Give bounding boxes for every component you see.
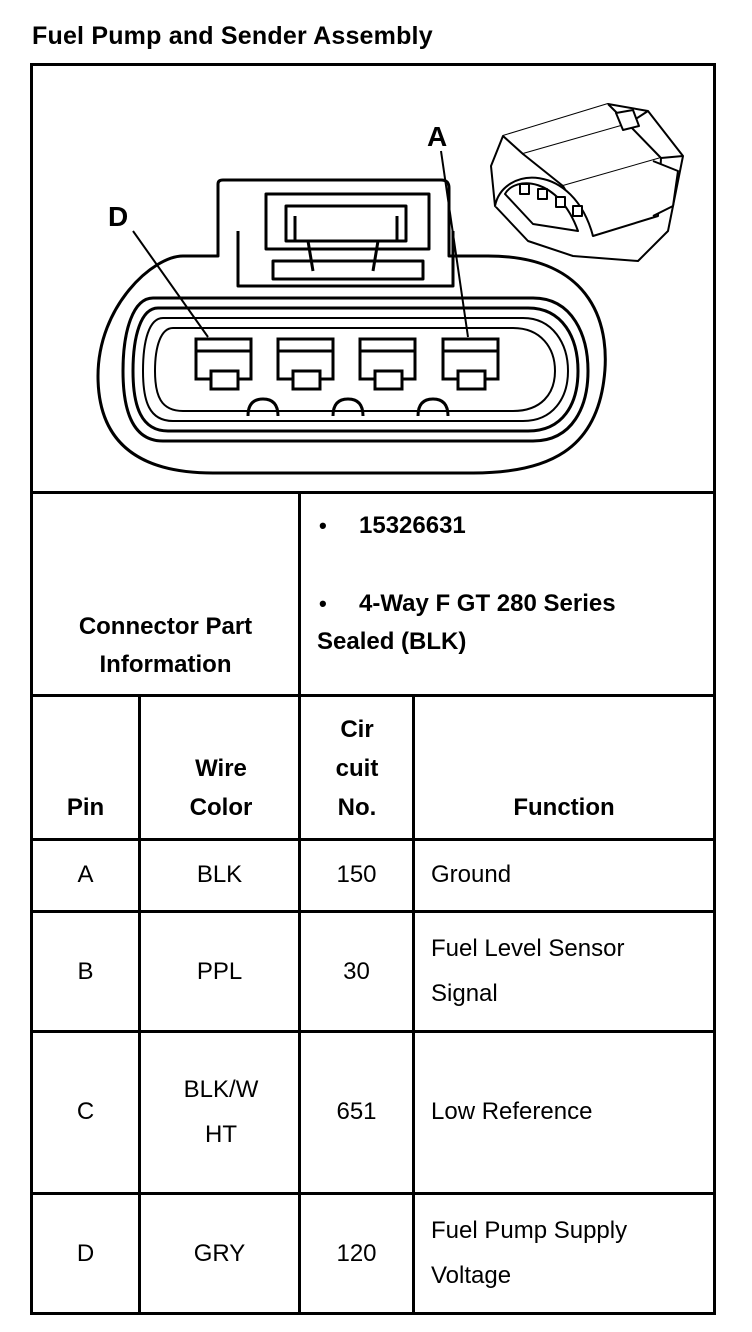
header-pin: Pin [66,794,105,821]
connector-3d-thumbnail [490,103,684,262]
part-number-item: • 15326631 [319,507,699,547]
function-cell: Fuel Pump Supply Voltage [431,1217,628,1289]
terminal-d [194,337,253,391]
connector-drawing: A D [96,103,684,475]
wire-color-cell: PPL [196,958,243,985]
header-wire-color: Wire Color [189,755,253,821]
wire-color-cell: GRY [193,1240,246,1267]
pin-cell: C [76,1098,95,1125]
leader-d [132,230,209,338]
function-cell: Low Reference [431,1098,593,1125]
pin-d-callout: D [108,201,128,232]
terminal-c [276,337,335,391]
pin-cell: D [76,1240,95,1267]
connector-info-values-cell: • 15326631 • 4-Way F GT 280 Series Seale… [301,494,713,694]
circuit-no-cell: 120 [336,1240,377,1267]
wire-color-cell: BLK [196,861,243,888]
page-title: Fuel Pump and Sender Assembly [32,22,433,50]
header-pin-cell: Pin [33,694,141,838]
connector-info-label: Connector Part Information [78,613,253,678]
connector-sheet: A D Connector Part In [30,63,716,1315]
bullet-icon: • [319,591,327,616]
circuit-no-cell: 30 [343,958,370,985]
description-item: • 4-Way F GT 280 Series Sealed (BLK) [317,585,699,665]
leader-a [440,150,469,338]
header-function: Function [513,794,615,821]
header-circuit-no: Cir cuit No. [335,716,379,821]
circuit-no-cell: 150 [336,861,377,888]
connector-part-info: Connector Part Information • 15326631 • … [33,494,713,697]
terminal-b [358,337,417,391]
table-row: C BLK/W HT 651 Low Reference [33,1033,713,1195]
connector-description: 4-Way F GT 280 Series Sealed (BLK) [317,590,616,655]
pin-cell: A [77,861,94,888]
header-circuit-no-cell: Cir cuit No. [301,694,415,838]
table-row: D GRY 120 Fuel Pump Supply Voltage [33,1195,713,1312]
connector-face-diagram: A D [33,66,713,494]
function-cell: Fuel Level Sensor Signal [431,935,625,1007]
function-cell: Ground [431,861,512,888]
pin-cell: B [77,958,94,985]
circuit-no-cell: 651 [336,1098,377,1125]
table-header-row: Pin Wire Color Cir cuit No. Function [33,694,713,841]
header-function-cell: Function [415,694,713,838]
bullet-icon: • [319,513,327,538]
pin-a-callout: A [427,121,447,152]
table-row: A BLK 150 Ground [33,838,713,913]
terminal-a [441,337,500,391]
wire-color-cell: BLK/W HT [183,1076,259,1148]
connector-info-label-cell: Connector Part Information [33,494,301,694]
part-number: 15326631 [359,512,466,539]
table-row: B PPL 30 Fuel Level Sensor Signal [33,913,713,1033]
header-wire-color-cell: Wire Color [141,694,301,838]
